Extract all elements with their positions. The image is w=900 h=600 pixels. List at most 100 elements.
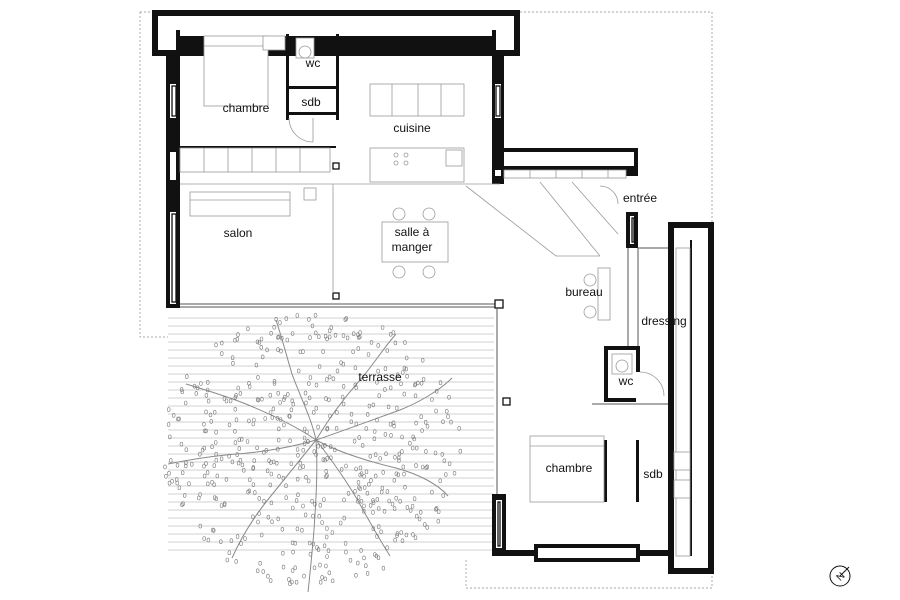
tree-leaf	[339, 520, 343, 526]
tree-leaf	[303, 426, 307, 432]
tree-leaf	[176, 416, 180, 422]
tree-leaf	[314, 452, 318, 457]
tree-leaf	[399, 381, 403, 387]
tree-leaf	[457, 426, 461, 431]
tree-leaf	[334, 426, 339, 431]
tree-leaf	[341, 401, 346, 407]
tree-leaf	[389, 385, 393, 391]
tree-leaf	[277, 437, 281, 443]
tree-leaf	[321, 444, 325, 450]
room-label-salon: salon	[224, 226, 253, 240]
tree-leaf	[179, 441, 184, 447]
tree-leaf	[373, 552, 377, 557]
tree-leaf	[367, 403, 372, 409]
tree-leaf	[362, 555, 366, 561]
tree-leaf	[278, 417, 283, 422]
tree-leaf	[197, 495, 201, 501]
tree-leaf	[204, 392, 209, 398]
tree-leaf	[248, 477, 252, 483]
tree-leaf	[270, 519, 274, 525]
tree-leaf	[284, 495, 288, 501]
tree-leaf	[366, 412, 370, 417]
tree-leaf	[301, 349, 305, 354]
tree-leaf	[204, 409, 208, 415]
room-label-terrasse: terrasse	[358, 370, 402, 384]
tree-leaf	[237, 446, 242, 451]
tree-leaf	[205, 470, 210, 475]
tree-leaf	[269, 330, 273, 336]
tree-leaf	[304, 474, 308, 480]
tree-leaf	[325, 425, 330, 431]
tree-leaf	[214, 457, 219, 463]
tree-leaf	[252, 417, 256, 423]
tree-leaf	[325, 534, 329, 540]
tree-leaf	[293, 540, 297, 546]
tree-leaf	[328, 413, 332, 419]
doors	[288, 117, 665, 397]
tree-leaf	[430, 397, 434, 402]
tree-leaf	[303, 390, 308, 396]
tree-leaf	[363, 485, 367, 490]
tree-leaf	[231, 360, 235, 366]
tree-leaf	[329, 455, 333, 461]
tree-leaf	[340, 394, 345, 400]
tree-leaf	[375, 379, 379, 385]
tree-leaf	[441, 493, 445, 498]
tree-leaf	[239, 541, 243, 546]
tree-leaf	[404, 532, 409, 538]
tree-leaf	[288, 414, 292, 419]
tree-leaf	[202, 536, 206, 541]
tree-leaf	[302, 573, 306, 579]
tree-leaf	[318, 502, 322, 508]
tree-leaf	[256, 568, 260, 574]
tree-leaf	[204, 428, 208, 434]
tree	[167, 319, 453, 593]
tree-leaf	[329, 444, 333, 450]
tree-leaf	[251, 421, 256, 427]
tree-leaf	[233, 440, 238, 445]
tree-leaf	[316, 443, 320, 449]
tree-leaf	[252, 458, 257, 464]
tree-leaf	[364, 469, 369, 475]
tree-leaf	[206, 481, 210, 487]
tree-leaf	[369, 340, 374, 345]
tree-leaf	[229, 538, 234, 544]
tree-leaf	[202, 421, 206, 427]
tree-leaf	[194, 391, 199, 396]
tree-leaf	[228, 398, 233, 404]
tree-leaf	[276, 446, 280, 452]
room-label-salle-a-manger-line1: salle à	[395, 225, 430, 239]
tree-leaf	[369, 478, 373, 483]
tree-leaf	[320, 520, 324, 525]
tree-leaf	[247, 380, 251, 386]
tree-leaf	[296, 452, 300, 458]
tree-leaf	[258, 560, 262, 566]
tree-leaf	[372, 436, 377, 442]
tree-leaf	[291, 505, 295, 511]
tree-leaf	[213, 409, 217, 415]
tree-leaf	[440, 452, 444, 457]
tree-leaf	[301, 503, 305, 509]
tree-leaf	[281, 550, 285, 556]
tree-leaf	[257, 511, 261, 516]
tree-leaf	[449, 419, 453, 425]
tree-leaf	[353, 488, 357, 494]
tree-leaf	[435, 388, 439, 394]
tree-leaf	[385, 545, 389, 551]
tree-leaf	[437, 509, 441, 515]
tree-leaf	[184, 447, 189, 453]
tree-leaf	[324, 396, 328, 401]
tree-leaf	[328, 334, 332, 340]
tree-leaf	[264, 447, 268, 453]
tree-leaf	[344, 549, 348, 555]
tree-leaf	[415, 445, 419, 451]
tree-leaf	[325, 426, 329, 432]
tree-leaf	[261, 354, 265, 360]
tree-leaf	[304, 400, 308, 406]
tree-leaf	[271, 406, 276, 412]
tree-leaf	[234, 559, 238, 564]
tree-leaf	[308, 375, 313, 380]
tree-leaf	[276, 516, 280, 522]
tree-leaf	[404, 366, 408, 372]
tree-leaf	[308, 540, 312, 546]
